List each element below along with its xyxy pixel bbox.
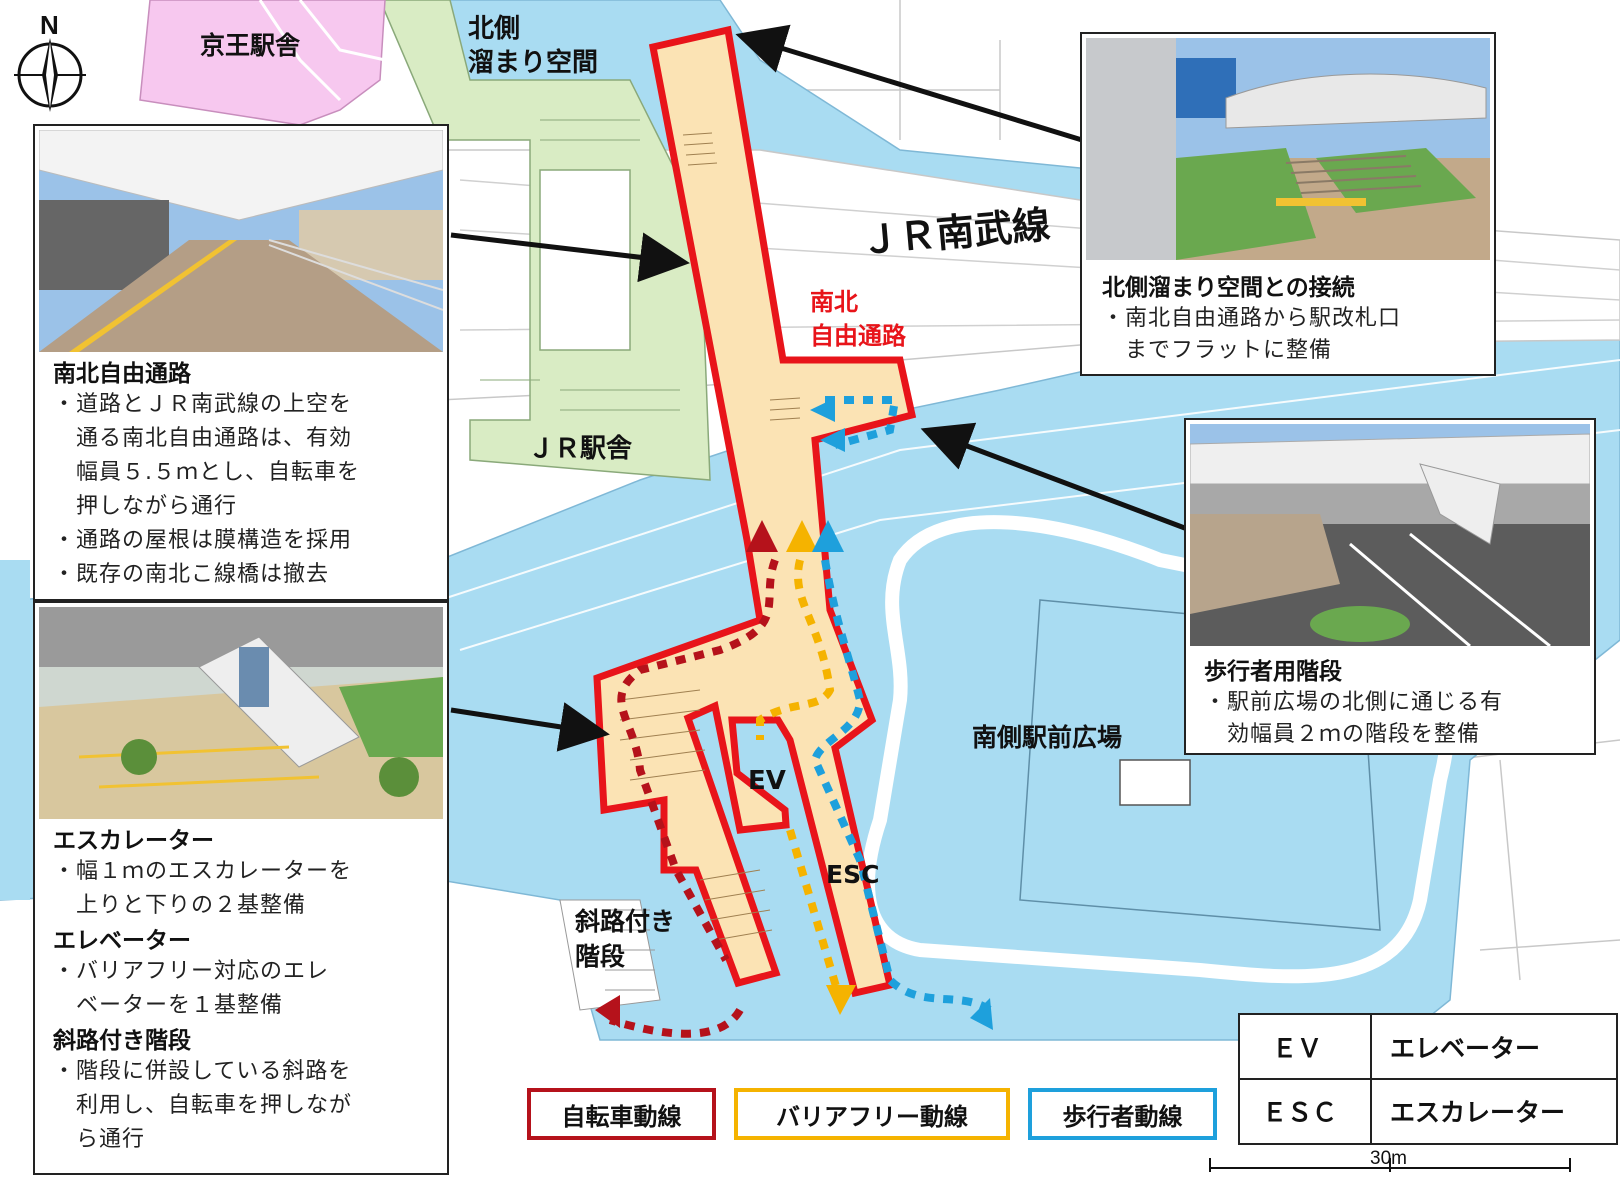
north-connection-title: 北側溜まり空間との接続 xyxy=(1102,275,1355,301)
pedestrian-route xyxy=(810,396,993,1014)
slope-stairs-section-line: ・階段に併設している斜路を xyxy=(53,1059,352,1084)
barrier-free-arrow-up xyxy=(786,520,818,552)
compass-north-label: N xyxy=(40,10,59,40)
table-divider xyxy=(1240,1078,1616,1080)
left-water xyxy=(0,560,30,900)
slope-stairs-section-title: 斜路付き階段 xyxy=(53,1028,191,1054)
north-connection-line: ・南北自由通路から駅改札口 xyxy=(1102,306,1402,331)
barrier-free-arrow-down xyxy=(826,985,856,1015)
passage-title: 南北自由通路 xyxy=(53,361,191,387)
scale-label: 30m xyxy=(1370,1148,1407,1169)
escalator-section-line: 上りと下りの２基整備 xyxy=(53,893,307,918)
north-connection-line: までフラットに整備 xyxy=(1102,338,1333,363)
table-cell-meaning: エスカレーター xyxy=(1390,1098,1566,1127)
legend-pedestrian-route: 歩行者動線 xyxy=(1028,1088,1217,1140)
compass-icon xyxy=(14,38,86,112)
north-space-label-1: 北側 xyxy=(468,14,521,44)
bicycle-route xyxy=(608,558,779,1038)
keio-station-label: 京王駅舎 xyxy=(200,31,301,60)
scale-bar xyxy=(1209,1158,1571,1172)
elevator-section-title: エレベーター xyxy=(53,928,191,954)
passage-line: ・既存の南北こ線橋は撤去 xyxy=(53,562,330,587)
callout-passage: 南北自由通路 ・道路とＪＲ南武線の上空を 通る南北自由通路は、有効 幅員５.５ｍ… xyxy=(33,124,449,601)
passage-line: 通る南北自由通路は、有効 xyxy=(53,426,353,451)
pedestrian-stairs-photo xyxy=(1190,424,1590,646)
jr-station-label: ＪＲ駅舎 xyxy=(528,434,633,464)
south-plaza-label: 南側駅前広場 xyxy=(972,723,1123,752)
slope-stairs-section-line: 利用し、自転車を押しなが xyxy=(53,1093,353,1118)
passage-line: ・通路の屋根は膜構造を採用 xyxy=(53,528,353,553)
barrier-free-route xyxy=(756,559,844,1002)
esc-label: ESC xyxy=(826,860,880,889)
table-cell-abbr: ＥＳＣ xyxy=(1262,1098,1338,1127)
table-cell-abbr: ＥＶ xyxy=(1272,1034,1323,1063)
elevator-section-line: ・バリアフリー対応のエレ xyxy=(53,959,330,984)
callout-facilities: エスカレーター ・幅１ｍのエスカレーターを 上りと下りの２基整備 エレベーター … xyxy=(33,601,449,1175)
facilities-photo xyxy=(39,607,443,819)
passage-line: 幅員５.５ｍとし、自転車を xyxy=(53,460,360,485)
callout-north-connection: 北側溜まり空間との接続 ・南北自由通路から駅改札口 までフラットに整備 xyxy=(1080,32,1496,376)
pedestrian-arrow-down-right xyxy=(970,998,993,1030)
slope-stairs-label-2: 階段 xyxy=(575,942,626,971)
pedestrian-stairs-line: 効幅員２ｍの階段を整備 xyxy=(1204,722,1481,747)
ev-label: EV xyxy=(748,766,786,796)
passage-label-2: 自由通路 xyxy=(810,322,906,350)
slope-stairs-label-1: 斜路付き xyxy=(575,907,676,936)
bicycle-route-arrow-up xyxy=(746,520,778,552)
pedestrian-arrow-up xyxy=(812,520,844,552)
elevator-section-line: ベーターを１基整備 xyxy=(53,993,284,1018)
bicycle-route-arrow-left xyxy=(595,995,620,1028)
escalator-section-title: エスカレーター xyxy=(53,828,214,854)
abbreviation-table: ＥＶ エレベーター ＥＳＣ エスカレーター xyxy=(1238,1013,1618,1145)
slope-stairs-section-line: ら通行 xyxy=(53,1127,146,1152)
escalator-section-line: ・幅１ｍのエスカレーターを xyxy=(53,859,353,884)
table-cell-meaning: エレベーター xyxy=(1390,1034,1541,1063)
callout-pedestrian-stairs: 歩行者用階段 ・駅前広場の北側に通じる有 効幅員２ｍの階段を整備 xyxy=(1184,418,1596,755)
passage-line: 押しながら通行 xyxy=(53,494,238,519)
passage-line: ・道路とＪＲ南武線の上空を xyxy=(53,392,353,417)
passage-label-1: 南北 xyxy=(810,288,858,316)
north-space-label-2: 溜まり空間 xyxy=(468,48,599,78)
passage-photo xyxy=(39,130,443,352)
legend-barrier-free-route: バリアフリー動線 xyxy=(734,1088,1010,1140)
pedestrian-stairs-title: 歩行者用階段 xyxy=(1204,659,1342,685)
callout-arrows xyxy=(450,24,1191,752)
north-connection-photo xyxy=(1086,38,1490,260)
pedestrian-stairs-line: ・駅前広場の北側に通じる有 xyxy=(1204,690,1504,715)
legend-bicycle-route: 自転車動線 xyxy=(527,1088,716,1140)
